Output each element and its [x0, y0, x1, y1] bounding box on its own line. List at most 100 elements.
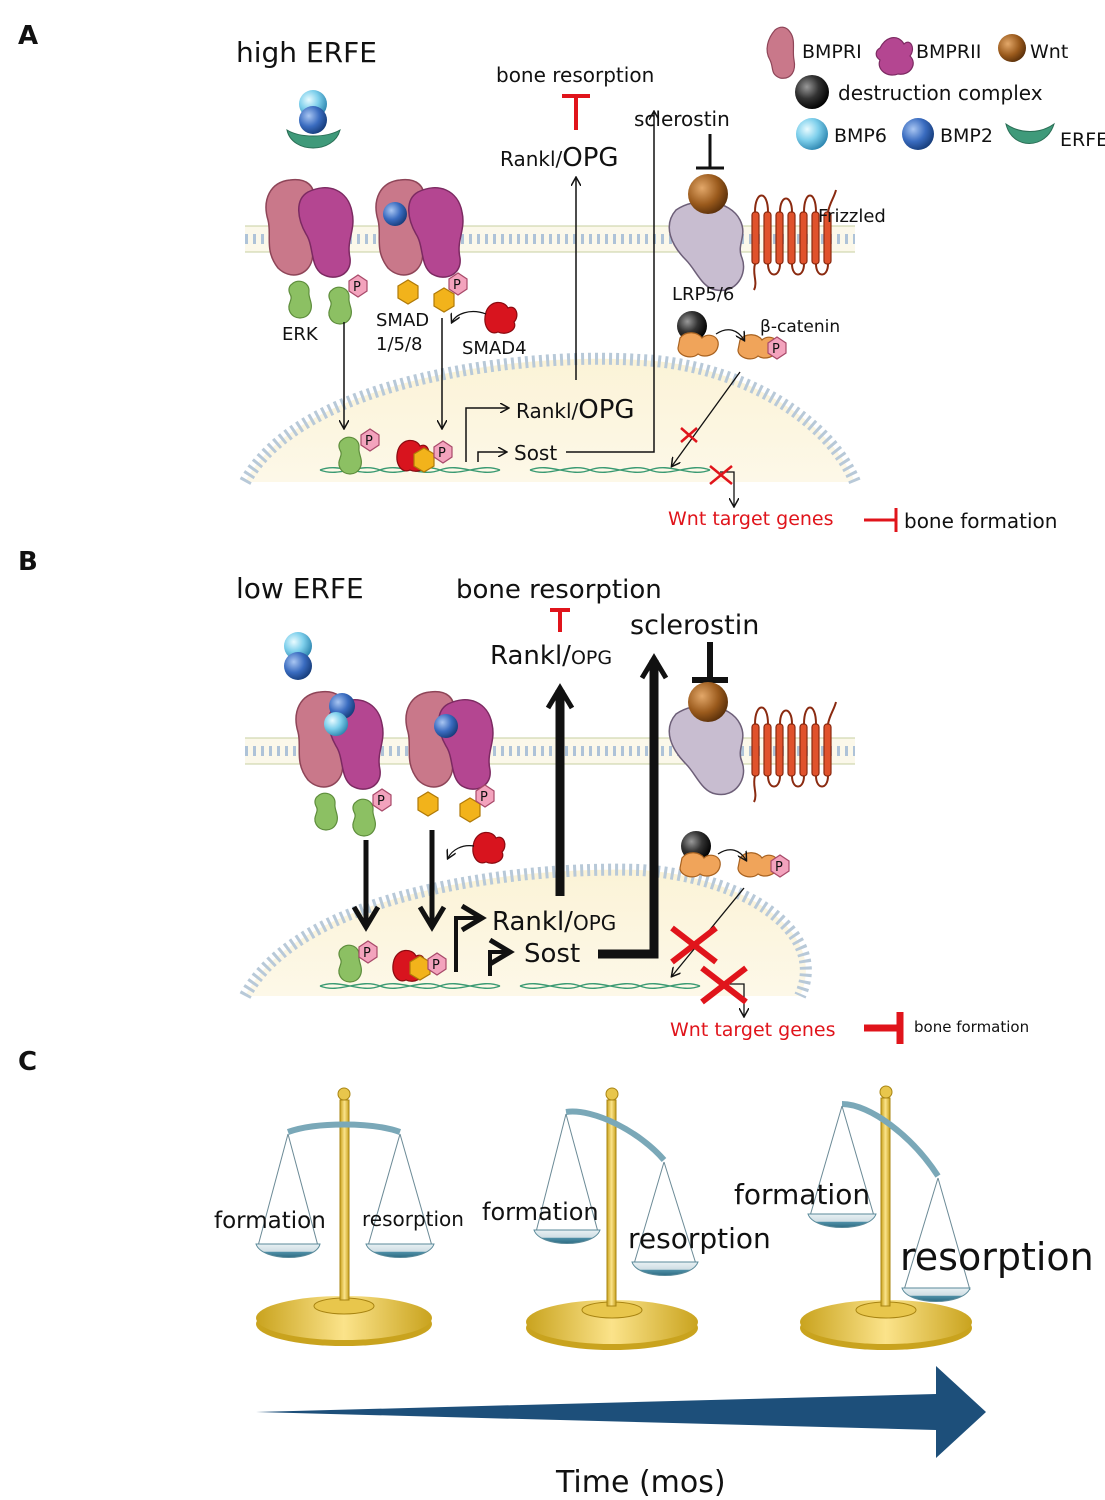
phospho-icon: P	[433, 440, 453, 464]
phospho-icon: P	[475, 784, 495, 808]
panel-b-title: low ERFE	[236, 572, 364, 605]
sclerostin-label: sclerostin	[634, 107, 730, 131]
formation-label: formation	[214, 1208, 326, 1234]
beta-catenin-label: β-catenin	[760, 317, 840, 337]
panel-b: B low ERFE P P	[18, 547, 1029, 1044]
erk-label: ERK	[282, 324, 319, 345]
smad4-icon	[484, 301, 518, 334]
bmpri-icon	[766, 26, 796, 79]
svg-text:P: P	[453, 278, 461, 293]
rankl-opg-label: Rankl/OPG	[490, 641, 612, 671]
svg-text:P: P	[480, 790, 488, 805]
smad-nuclear-icon	[409, 955, 431, 981]
wnt-targets-label: Wnt target genes	[670, 1019, 836, 1041]
time-arrow	[256, 1366, 986, 1458]
legend-destruction: destruction complex	[838, 81, 1043, 105]
svg-text:P: P	[772, 342, 780, 357]
time-axis-label: Time (mos)	[555, 1465, 726, 1500]
bmp6-ball	[284, 632, 312, 660]
nucleus-b	[239, 863, 812, 999]
beta-catenin-icon	[677, 332, 719, 358]
svg-text:P: P	[432, 958, 440, 973]
smad-icon	[397, 279, 419, 305]
bmp2-ball	[299, 106, 327, 134]
erk-nuclear-icon	[338, 436, 362, 475]
bmp2-bound-icon	[434, 714, 458, 738]
svg-text:P: P	[363, 946, 371, 961]
phospho-icon: P	[448, 272, 468, 296]
svg-text:P: P	[353, 280, 361, 295]
bmp-erfe-complex	[286, 90, 341, 149]
phospho-icon: P	[358, 940, 378, 964]
legend-bmprii: BMPRII	[916, 41, 981, 63]
bone-formation-label: bone formation	[914, 1018, 1029, 1036]
svg-text:P: P	[377, 794, 385, 809]
sclerostin-inhibit	[696, 134, 724, 170]
receptor-pair-smad	[405, 690, 494, 790]
legend-bmp2: BMP2	[940, 125, 993, 147]
svg-text:P: P	[775, 860, 783, 875]
bmprii-icon	[875, 37, 914, 76]
receptor-pair-erk	[265, 178, 354, 278]
bmp2-ball	[284, 652, 312, 680]
smad-nuclear-icon	[413, 447, 435, 473]
bone-formation-label: bone formation	[904, 509, 1057, 533]
sost-out-arrow-bold	[598, 653, 669, 959]
smad4-icon	[472, 831, 506, 864]
panel-a-title: high ERFE	[236, 36, 377, 69]
panel-c-label: C	[18, 1047, 37, 1077]
frizzled-icon	[751, 701, 837, 803]
legend-wnt: Wnt	[1030, 41, 1068, 63]
sost-out-arrow	[566, 112, 654, 453]
bmp6-bound-icon	[324, 712, 348, 736]
block-cross	[700, 965, 748, 1005]
bmp6-icon	[796, 118, 828, 150]
wnt-targets-label: Wnt target genes	[668, 508, 834, 530]
panel-c: C formation resorption	[18, 1047, 1094, 1500]
wnt-icon	[998, 34, 1026, 62]
phospho-icon: P	[360, 428, 380, 452]
phospho-icon: P	[372, 788, 392, 812]
block-cross	[680, 427, 698, 443]
svg-text:P: P	[438, 446, 446, 461]
wnt-bound-icon	[688, 682, 728, 722]
lrp-label: LRP5/6	[672, 284, 734, 305]
erfe-shape	[286, 128, 341, 149]
phospho-icon: P	[427, 952, 447, 976]
smad-label-1: SMAD	[376, 310, 429, 331]
resorption-label: resorption	[628, 1222, 771, 1255]
erk-icon	[328, 286, 352, 325]
bone-resorption-label: bone resorption	[456, 575, 662, 605]
bone-resorption-label: bone resorption	[496, 63, 654, 87]
inhibit-symbol	[864, 508, 898, 532]
formation-label: formation	[734, 1178, 870, 1211]
balance-scale-tipped: formation resorption	[482, 1087, 771, 1350]
erk-icon	[314, 792, 338, 831]
phospho-icon: P	[348, 274, 368, 298]
rankl-opg-label: Rankl/OPG	[500, 143, 619, 173]
balance-scale-level: formation resorption	[214, 1087, 464, 1346]
frizzled-icon	[751, 189, 837, 291]
svg-text:P: P	[365, 434, 373, 449]
balance-scale-heavily-tipped: formation resorption	[734, 1085, 1094, 1350]
phospho-icon: P	[770, 854, 790, 878]
erk-nuclear-icon	[338, 944, 362, 983]
smad4-label: SMAD4	[462, 338, 527, 359]
block-cross	[709, 465, 733, 485]
inhibit-symbol	[562, 94, 590, 130]
resorption-label: resorption	[900, 1235, 1094, 1279]
legend-bmpri: BMPRI	[802, 41, 862, 63]
bmp2-bound-icon	[383, 202, 407, 226]
erfe-icon	[1005, 122, 1055, 144]
inhibit-symbol	[550, 608, 570, 632]
legend: BMPRI BMPRII Wnt destruction complex BMP…	[766, 26, 1105, 151]
panel-b-label: B	[18, 547, 38, 577]
sclerostin-inhibit	[692, 642, 728, 683]
wnt-bound-icon	[688, 174, 728, 214]
destruction-complex-icon	[795, 75, 829, 109]
lrp-icon	[668, 200, 745, 292]
panel-a-label: A	[18, 21, 38, 51]
resorption-label: resorption	[362, 1207, 464, 1231]
block-cross	[670, 925, 718, 965]
